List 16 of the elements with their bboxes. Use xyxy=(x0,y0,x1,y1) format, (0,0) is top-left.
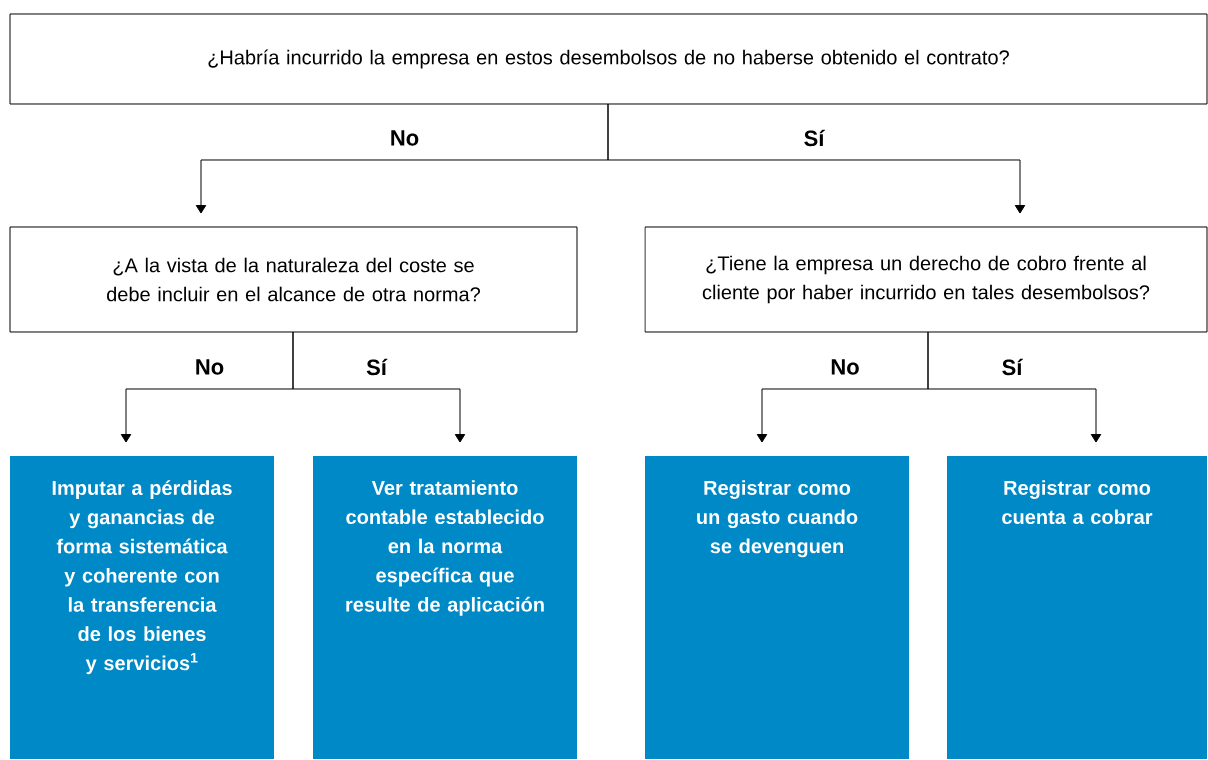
edge-label: Sí xyxy=(366,358,388,376)
arrow xyxy=(292,331,466,443)
edge-label: No xyxy=(196,359,224,375)
outcome-box: Registrar como cuenta a cobrar xyxy=(947,456,1207,759)
question-box: ¿A la vista de la naturaleza del coste se debe incluir en el alcance de otra norma? xyxy=(9,226,578,333)
outcome-box: Registrar como un gasto cuando se devenguen xyxy=(645,456,909,759)
arrow xyxy=(927,331,1102,443)
edge-label: No xyxy=(391,130,419,146)
edge-label: Sí xyxy=(804,129,825,147)
question-box: ¿Habría incurrido la empresa en estos desembolsos de no haberse obtenido el contrato? xyxy=(9,13,1208,105)
edge-label: No xyxy=(831,359,859,375)
outcome-box: Ver tratamiento contable establecido en la norma específica que resulte de aplicación xyxy=(313,456,577,759)
arrow xyxy=(607,103,1026,214)
outcome-box: Imputar a pérdidas y ganancias de forma sistemática y coherente con la transferencia de los bienes y servicios$^{1}$ xyxy=(10,456,274,759)
question-box: ¿Tiene la empresa un derecho de cobro frente al cliente por haber incurrido en tales desembolsos? xyxy=(644,226,1208,333)
edge-label: Sí xyxy=(1002,358,1023,376)
